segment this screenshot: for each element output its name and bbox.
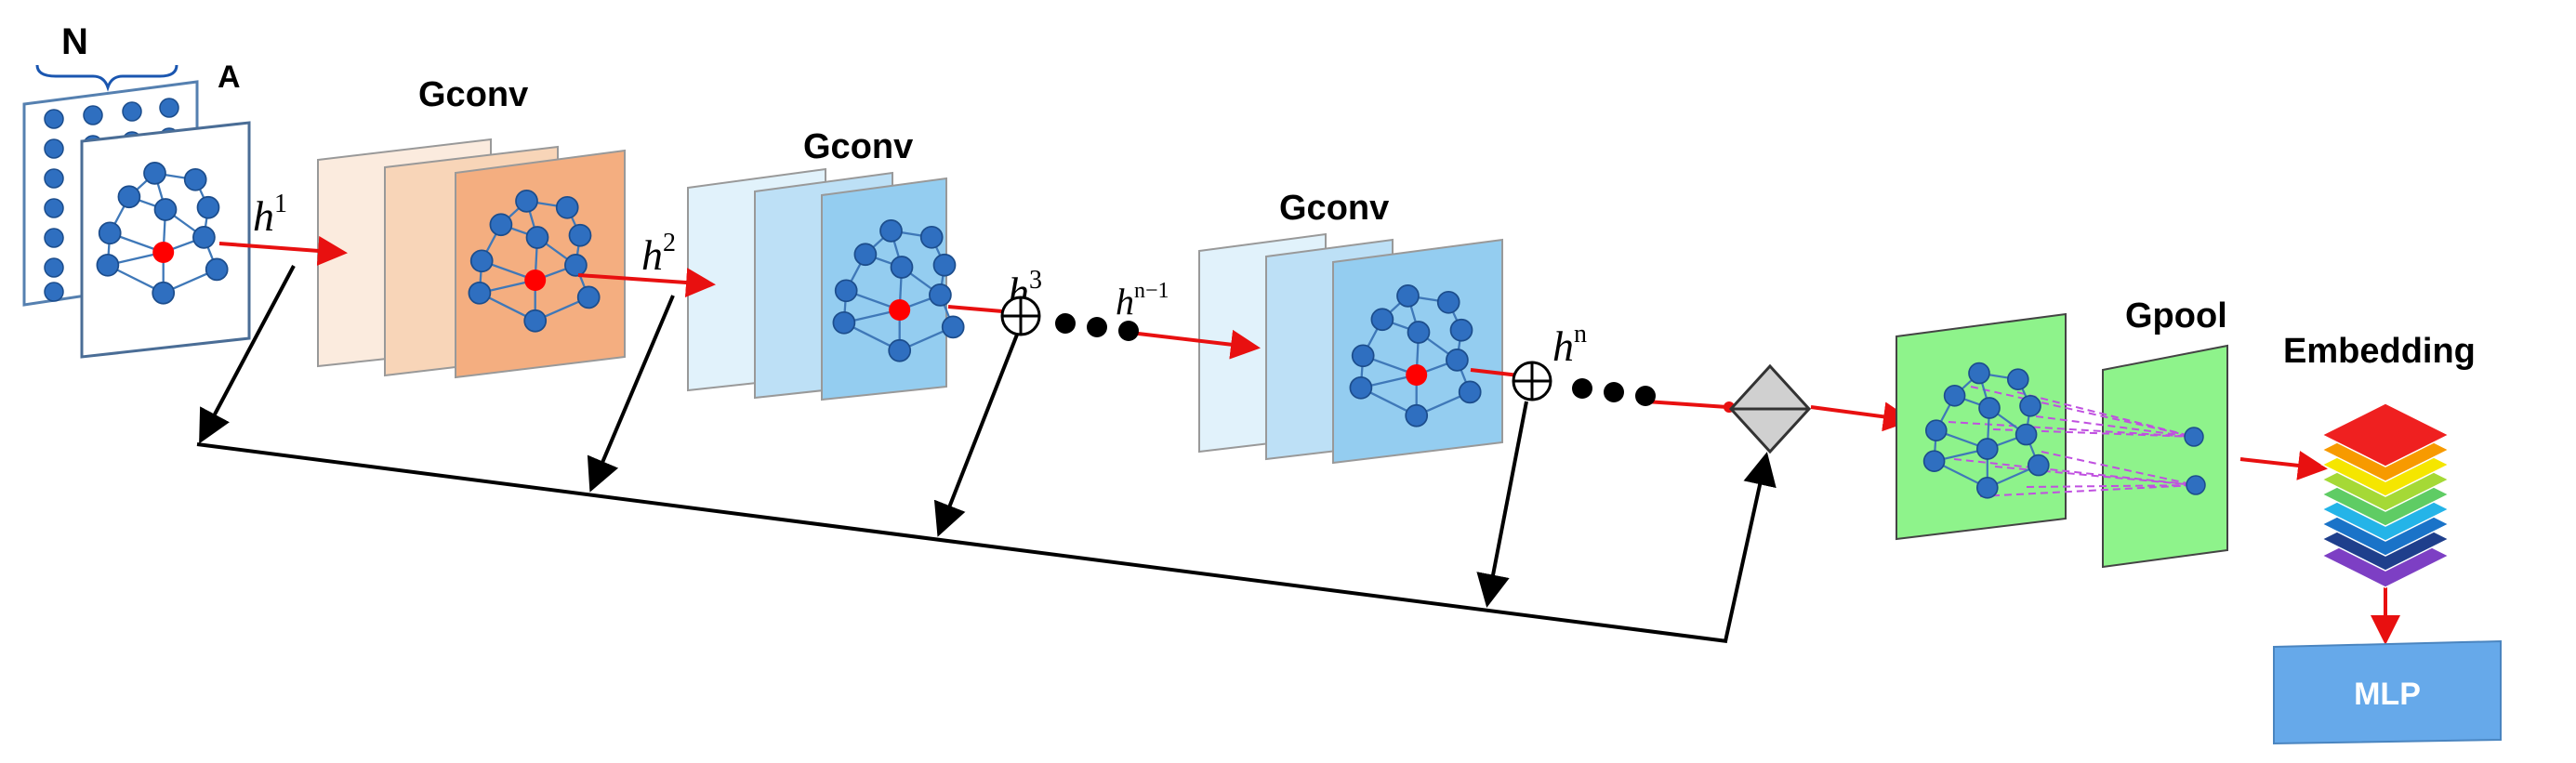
- h1-label: h1: [253, 190, 287, 240]
- mlp-block: MLP: [2273, 639, 2502, 745]
- sum-node-1: [1000, 296, 1041, 336]
- skip-down-2: [587, 295, 675, 493]
- gconv-block-2: Gconv: [687, 127, 965, 401]
- hn1-label: hn−1: [1116, 279, 1169, 322]
- adjacency-graph-panel: [80, 121, 251, 359]
- gconv-1-graph: [468, 190, 601, 333]
- embedding-stack: [2320, 402, 2451, 588]
- input-block: N A: [22, 21, 251, 359]
- mlp-box: [2273, 639, 2502, 745]
- gpool-output-panel: [2102, 344, 2228, 569]
- arrow-h1: [218, 235, 348, 266]
- gconv-block-3: Gconv: [1198, 189, 1503, 465]
- gpool-label: Gpool: [2125, 296, 2227, 335]
- arrow-h2: [577, 268, 716, 298]
- gconv-3-label: Gconv: [1279, 189, 1389, 228]
- gpool-graph: [1922, 362, 2050, 499]
- arrow-to-gpool: [1810, 401, 1913, 432]
- n-brace: [35, 64, 178, 92]
- readout-diamond: [1728, 363, 1812, 454]
- skip-up: [1724, 452, 1777, 642]
- arrow-hn: [1470, 368, 1520, 377]
- gconv-2-label: Gconv: [803, 127, 913, 166]
- gconv-block-1: Gconv: [317, 75, 626, 379]
- sum-node-2: [1512, 361, 1552, 401]
- gconv-1-label: Gconv: [418, 75, 528, 114]
- highlight-node: [152, 242, 175, 263]
- skip-down-4: [1476, 401, 1528, 608]
- arrow-readout: [1645, 400, 1728, 409]
- gconv-1-layer-3: [455, 149, 626, 379]
- skip-down-1: [199, 265, 296, 444]
- hn-label: hn: [1552, 320, 1587, 370]
- a-label: A: [218, 59, 241, 95]
- embedding-block: Embedding: [2283, 332, 2476, 588]
- skip-bus: [196, 442, 1728, 643]
- h2-label: h2: [641, 229, 676, 279]
- gpool-block: Gpool: [1896, 296, 2228, 569]
- pooled-nodes: [2184, 427, 2206, 495]
- ellipsis-dots-1: [1055, 313, 1139, 341]
- gconv-3-graph: [1349, 284, 1482, 428]
- arrow-to-embedding: [2239, 451, 2328, 480]
- embedding-label: Embedding: [2283, 332, 2476, 371]
- mlp-label: MLP: [2354, 677, 2421, 712]
- gconv-2-graph: [832, 219, 965, 362]
- skip-down-3: [933, 334, 1019, 537]
- n-label: N: [61, 21, 88, 62]
- skip-connections: [196, 265, 1777, 643]
- arrow-hn1: [1129, 329, 1261, 360]
- ellipsis-dots-2: [1572, 378, 1656, 406]
- input-graph: [96, 162, 229, 305]
